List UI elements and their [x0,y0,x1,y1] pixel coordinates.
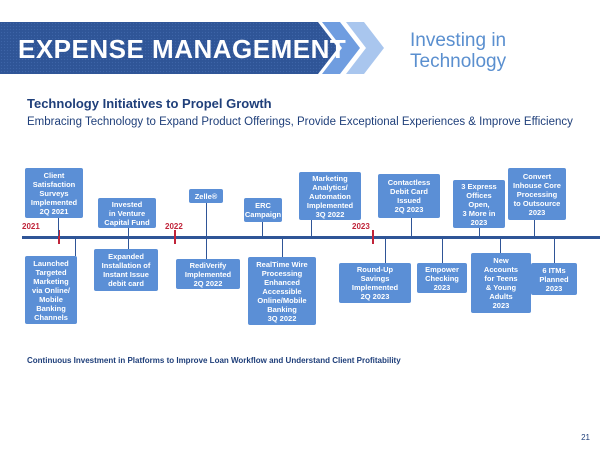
connector [262,222,263,236]
connector [206,239,207,259]
year-label-2022: 2022 [165,222,183,231]
connector [554,239,555,263]
connector [282,239,283,257]
milestone-box-empower-checking: Empower Checking 2023 [417,263,467,293]
milestone-box-erc-campaign: ERC Campaign [244,198,282,222]
connector [128,239,129,249]
subtitle-line-2: Technology [410,51,507,72]
milestone-box-targeted-marketing: Launched Targeted Marketing via Online/ … [25,256,77,324]
milestone-box-rediverify: RediVerify Implemented 2Q 2022 [176,259,240,289]
milestone-box-realtime-wire: RealTime Wire Processing Enhanced Access… [248,257,316,325]
milestone-box-instant-issue: Expanded Installation of Instant Issue d… [94,249,158,291]
header-subtitle: Investing in Technology [410,30,506,72]
milestone-box-convert-core: Convert Inhouse Core Processing to Outso… [508,168,566,220]
connector [206,203,207,236]
page-title: EXPENSE MANAGEMENT [18,34,347,64]
section-subheading: Embracing Technology to Expand Product O… [27,116,573,128]
subtitle-line-1: Investing in [410,30,507,51]
connector [411,218,412,236]
footer-note: Continuous Investment in Platforms to Im… [27,356,401,365]
connector [311,220,312,236]
connector [75,239,76,256]
connector [442,239,443,263]
year-label-2021: 2021 [22,222,40,231]
connector [500,239,501,253]
milestone-box-client-surveys: Client Satisfaction Surveys Implemented … [25,168,83,218]
year-tick-2022 [174,230,176,244]
section-heading: Technology Initiatives to Propel Growth [27,96,272,111]
year-tick-2023 [372,230,374,244]
banner-chevron-shape [0,22,384,74]
timeline-axis [22,236,600,239]
connector [385,239,386,263]
milestone-box-round-up-savings: Round-Up Savings Implemented 2Q 2023 [339,263,411,303]
milestone-box-marketing-analytics: Marketing Analytics/ Automation Implemen… [299,172,361,220]
milestone-box-venture-fund: Invested in Venture Capital Fund [98,198,156,228]
milestone-box-zelle: Zelle® [189,189,223,203]
milestone-box-itms-planned: 6 ITMs Planned 2023 [531,263,577,295]
connector [58,218,59,236]
milestone-box-teen-accounts: New Accounts for Teens & Young Adults 20… [471,253,531,313]
year-tick-2021 [58,230,60,244]
milestone-box-express-offices: 3 Express Offices Open, 3 More in 2023 [453,180,505,228]
connector [534,220,535,236]
header-banner [0,22,386,74]
connector [479,228,480,236]
connector [128,228,129,236]
year-label-2023: 2023 [352,222,370,231]
milestone-box-contactless-card: Contactless Debit Card Issued 2Q 2023 [378,174,440,218]
page-number: 21 [581,433,590,442]
